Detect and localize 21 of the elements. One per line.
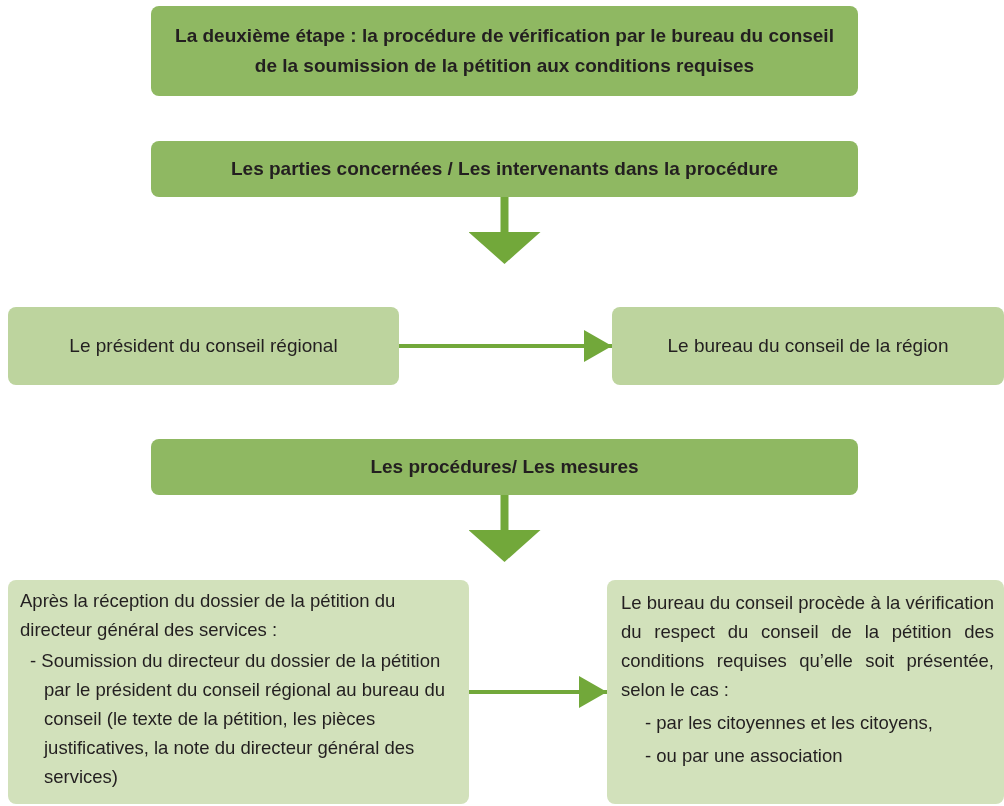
box-text: Les parties concernées / Les intervenants dans la procédure [230,157,779,181]
list-item: - Soumission du directeur du dossier de la pétition par le président du conseil régional au bureau du conseil (le texte de la pétition, les pièces justificatives, la note du directeur général des services) [29,649,447,789]
box-text: Le bureau du conseil de la région [666,334,950,358]
arrow [468,197,541,264]
process-box [151,141,858,197]
process-box [151,439,858,495]
process-box [8,580,469,804]
process-box [607,580,1004,804]
process-box [151,6,858,96]
process-box [8,307,399,385]
list-item: - par les citoyennes et les citoyens, [644,711,934,735]
list-item: - ou par une association [644,744,844,768]
arrow [399,330,612,362]
box-text: Les procédures/ Les mesures [369,455,640,479]
box-text: Après la réception du dossier de la pétition du directeur général des services : [20,589,397,642]
process-box [612,307,1004,385]
box-text: Le bureau du conseil procède à la vérification du respect du conseil de la pétition des conditions requises qu’elle soit présentée, selon le cas : [621,591,994,702]
box-text: La deuxième étape : la procédure de vérification par le bureau du conseil de la soumission de la pétition aux conditions requises [174,24,835,78]
box-text: Le président du conseil régional [68,334,339,358]
arrow [469,676,607,708]
arrow [468,495,541,562]
